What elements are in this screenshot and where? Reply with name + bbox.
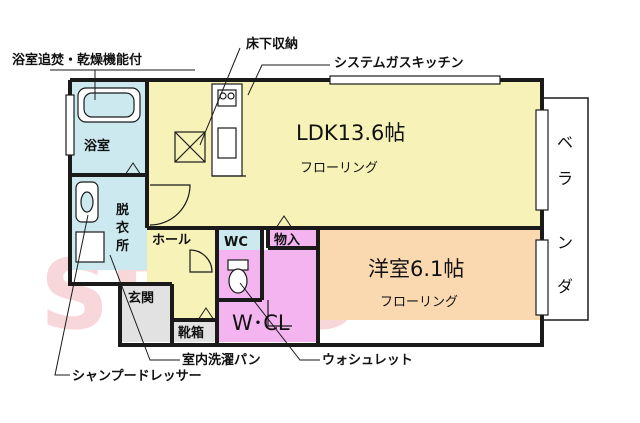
balcony-char-3: ン [557,233,573,252]
western-room-name: 洋室6.1帖 [368,257,464,281]
callout-shampoo-dresser: シャンプードレッサー [72,369,202,384]
callout-lines [50,47,330,376]
ldk-floor: フローリング [300,161,378,176]
balcony-char-2: ラ [557,169,573,188]
bathtub [77,87,141,123]
shoe-box-label: 靴箱 [178,325,204,341]
washer-pan [75,231,105,263]
dressing-label-3: 所 [116,238,129,254]
callout-system-kitchen: システムガスキッチン [334,56,464,71]
kitchen-area [147,80,267,180]
callout-bath-dryer: 浴室追焚・乾燥機能付 [12,52,142,68]
balcony-char-1: ベ [557,133,573,152]
storage-markers [124,162,293,321]
kitchen-fixtures [211,83,246,177]
callout-underfloor-storage: 床下収納 [246,36,298,52]
windows [65,75,549,316]
toilet [227,259,249,294]
walls [68,78,544,347]
storage-label: 物入 [274,232,300,248]
hall-label: ホール [152,233,191,248]
underfloor-storage-hatch [174,131,206,163]
shoe-box-area [172,320,217,342]
entrance-label: 玄関 [128,290,154,306]
storage-area [268,228,318,248]
balcony-char-4: ダ [557,277,573,296]
callout-indoor-washer-pan: 室内洗濯パン [182,352,261,368]
wc-label: WC [224,235,248,250]
walk-in-closet-label: W･CL [232,311,290,335]
western-room-floor: フローリング [380,295,458,310]
door-swings [149,184,292,327]
washbasin [75,181,99,223]
entrance-area [120,284,172,342]
dressing-label-1: 脱 [116,202,129,218]
bathroom-label: 浴室 [84,138,110,154]
ldk-name: LDK13.6帖 [296,121,405,145]
callout-washlet: ウォシュレット [322,353,413,368]
western-room-area [318,228,542,320]
dressing-label-2: 衣 [116,220,129,236]
